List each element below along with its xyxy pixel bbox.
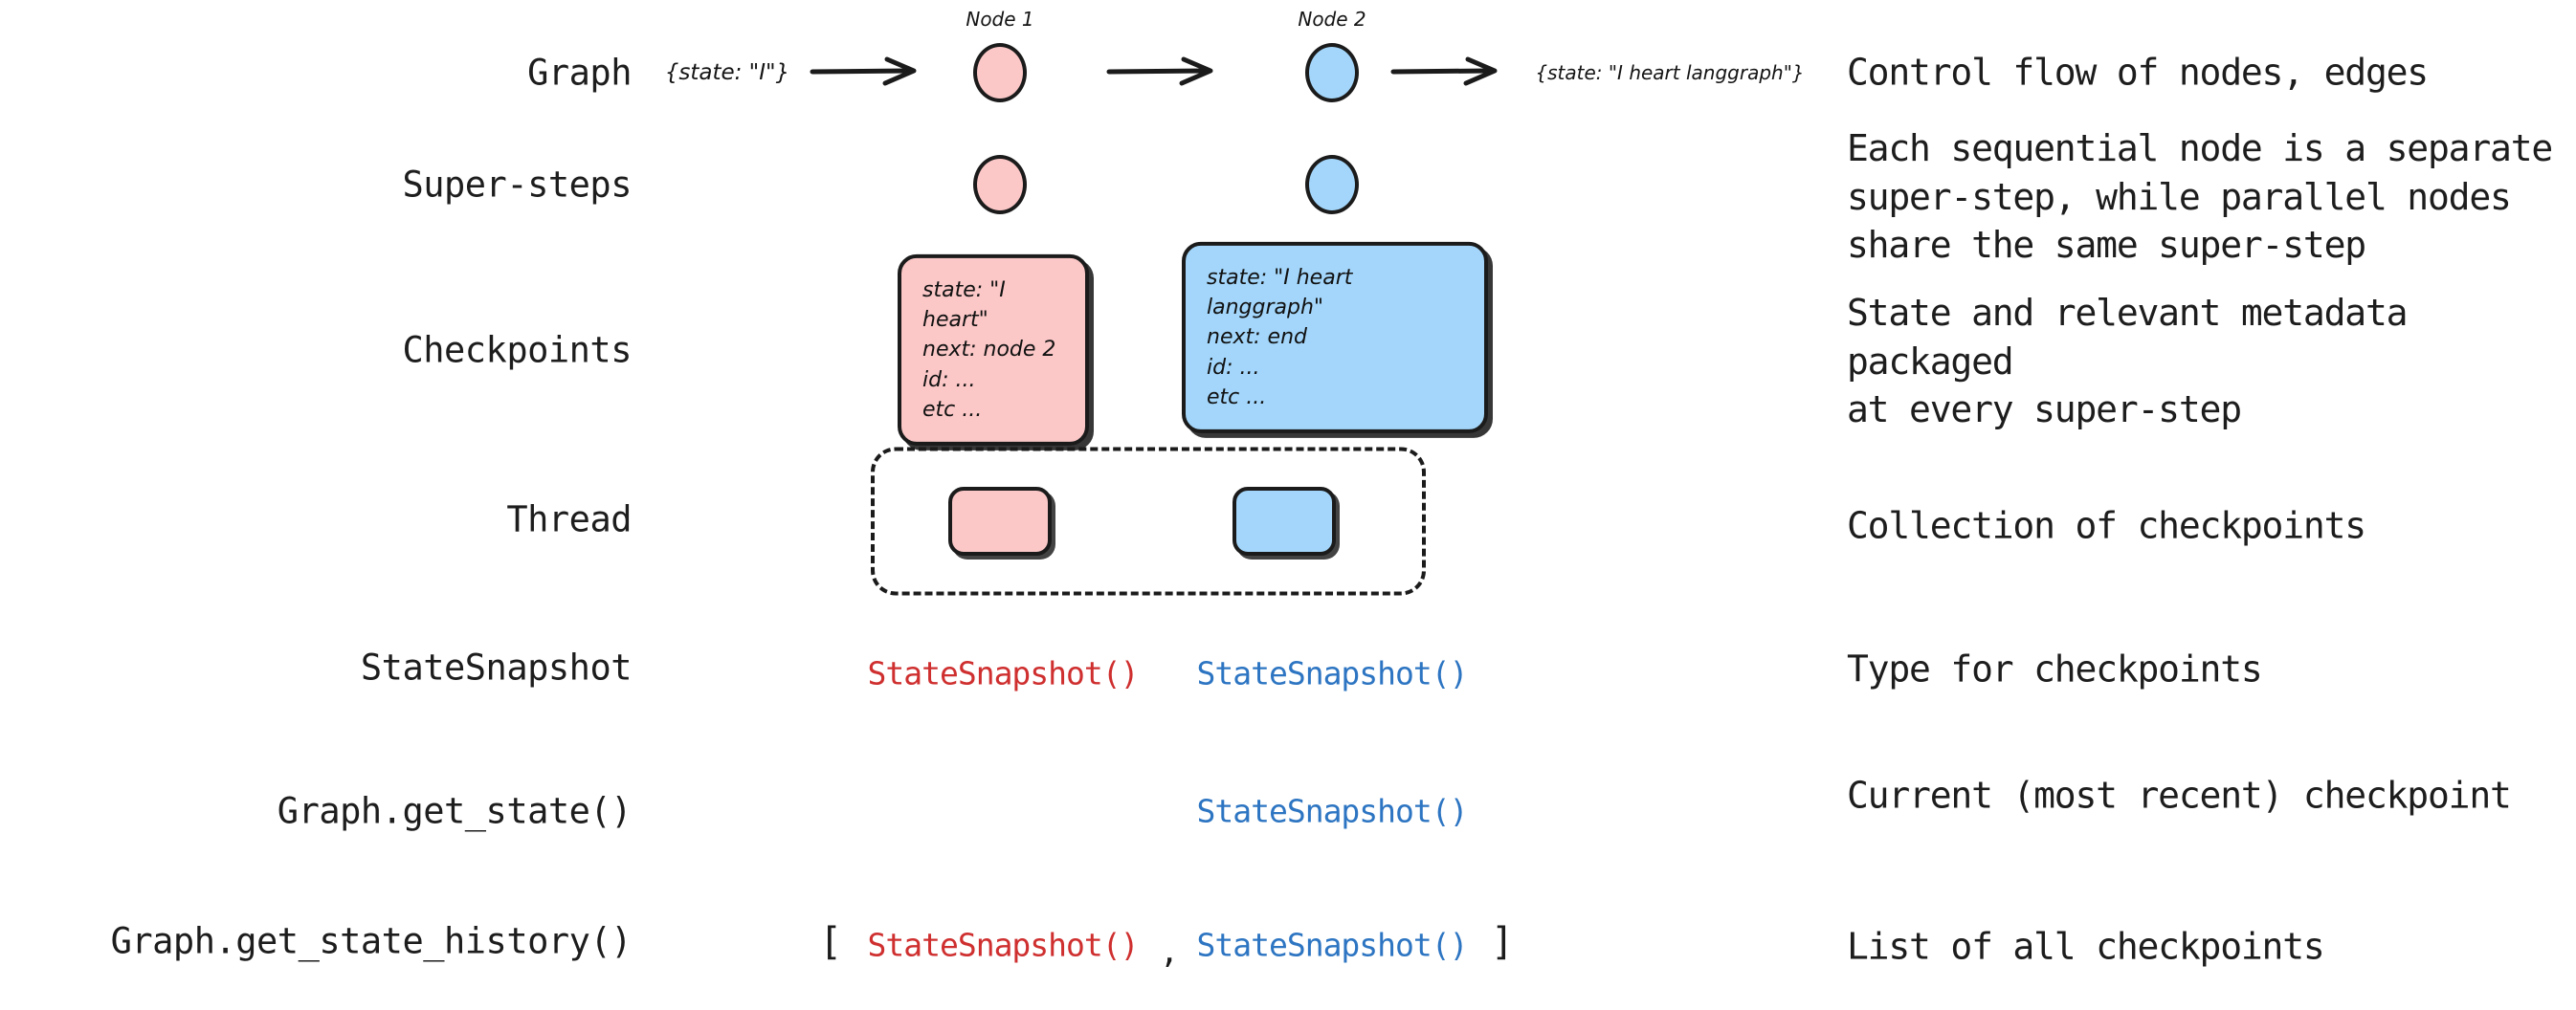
list-close-bracket: ] [1490, 920, 1515, 964]
arrow-2-icon [1105, 52, 1220, 94]
row-label-checkpoints: Checkpoints [402, 329, 632, 371]
thread-checkpoint-2 [1232, 487, 1336, 556]
graph-input-state-label: {state: "I"} [664, 60, 790, 85]
row-description-checkpoints: State and relevant metadata packaged at … [1847, 292, 2409, 431]
row-description-get-state: Current (most recent) checkpoint [1847, 774, 2512, 817]
row-label-super-steps: Super-steps [402, 164, 632, 206]
row-description-statesnapshot: Type for checkpoints [1847, 648, 2263, 691]
row-label-statesnapshot: StateSnapshot [360, 647, 633, 689]
row-label-graph: Graph [527, 52, 632, 94]
statesnapshot-token-blue: StateSnapshot() [1196, 654, 1468, 692]
row-description-graph: Control flow of nodes, edges [1847, 51, 2429, 94]
get-state-result-token: StateSnapshot() [1196, 792, 1468, 830]
row-description-thread: Collection of checkpoints [1847, 504, 2366, 547]
arrow-1-icon [809, 52, 923, 94]
row-description-super-steps: Each sequential node is a separate super… [1847, 127, 2553, 267]
list-open-bracket: [ [818, 920, 843, 964]
super-step-node-1 [973, 155, 1027, 214]
graph-output-state-label: {state: "I heart langgraph"} [1535, 61, 1805, 84]
row-label-get-state: Graph.get_state() [277, 790, 633, 832]
node-1-caption: Node 1 [966, 8, 1034, 31]
thread-container [871, 447, 1426, 596]
graph-node-2 [1305, 43, 1359, 102]
history-token-red: StateSnapshot() [867, 926, 1139, 964]
thread-checkpoint-1 [948, 487, 1052, 556]
checkpoint-box-node-1: state: "I heart" next: node 2 id: ... et… [898, 253, 1089, 447]
row-label-get-state-history: Graph.get_state_history() [110, 920, 633, 962]
statesnapshot-token-red: StateSnapshot() [867, 654, 1139, 692]
node-2-caption: Node 2 [1298, 8, 1366, 31]
row-description-get-state-history: List of all checkpoints [1847, 925, 2325, 968]
checkpoint-box-node-2: state: "I heart langgraph" next: end id:… [1182, 241, 1488, 434]
arrow-3-icon [1389, 52, 1504, 94]
history-token-blue: StateSnapshot() [1196, 926, 1468, 964]
super-step-node-2 [1305, 155, 1359, 214]
list-separator: , [1159, 933, 1180, 971]
row-label-thread: Thread [506, 498, 632, 540]
graph-node-1 [973, 43, 1027, 102]
